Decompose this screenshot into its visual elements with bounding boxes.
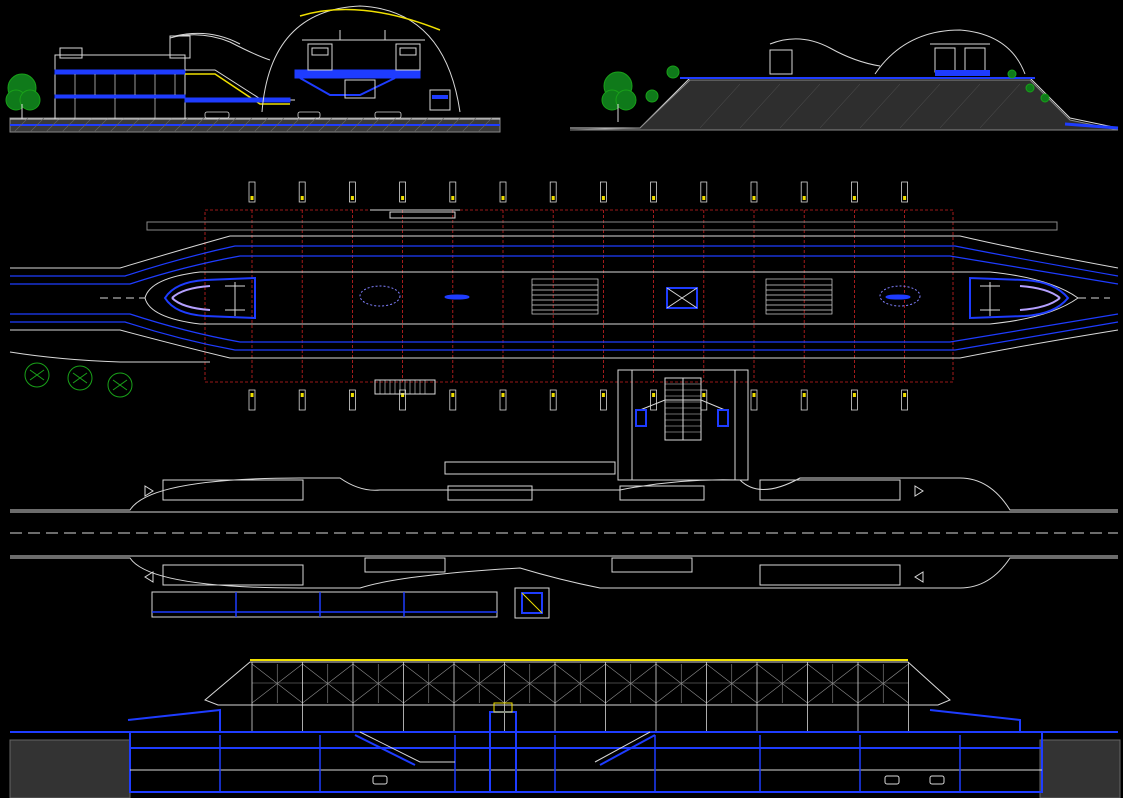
column-marker	[499, 181, 507, 203]
column-marker	[600, 389, 607, 411]
column-marker	[800, 389, 808, 411]
column-marker	[750, 389, 758, 411]
column-marker	[399, 389, 407, 411]
column-marker	[851, 389, 858, 411]
column-marker	[650, 181, 657, 203]
column-marker	[449, 181, 457, 203]
longitudinal-section	[9, 659, 1121, 798]
escalator-bank-icon	[531, 278, 833, 315]
column-marker	[700, 181, 708, 203]
column-marker	[600, 181, 607, 203]
tree-icon	[5, 73, 41, 119]
elevator-icon	[666, 287, 698, 309]
roof-columns	[251, 662, 909, 732]
column-marker	[298, 181, 306, 203]
station-plan	[9, 181, 1119, 481]
column-marker	[449, 389, 457, 411]
column-marker	[298, 389, 306, 411]
street-plan	[10, 461, 1118, 619]
train-icon	[302, 30, 425, 71]
platform-end-right	[969, 276, 1070, 320]
bus-icon	[364, 485, 705, 573]
column-marker	[248, 389, 256, 411]
column-marker	[248, 181, 256, 203]
column-marker	[800, 181, 808, 203]
train-icon	[930, 43, 990, 73]
column-marker	[750, 181, 758, 203]
space-frame-roof	[251, 663, 909, 704]
column-marker	[399, 181, 407, 203]
column-marker	[851, 181, 858, 203]
column-marker	[499, 389, 507, 411]
column-marker	[348, 389, 356, 411]
section-elevation-right	[569, 29, 1119, 131]
platform-end-left	[163, 276, 256, 320]
column-marker	[650, 389, 657, 411]
section-elevation-left	[5, 5, 501, 133]
column-markers	[248, 181, 908, 411]
column-marker	[901, 389, 908, 411]
column-marker	[348, 181, 356, 203]
column-marker	[549, 389, 557, 411]
column-marker	[901, 181, 908, 203]
shrub-icon	[24, 362, 133, 398]
column-marker	[549, 181, 557, 203]
tree-icon	[601, 65, 1050, 122]
